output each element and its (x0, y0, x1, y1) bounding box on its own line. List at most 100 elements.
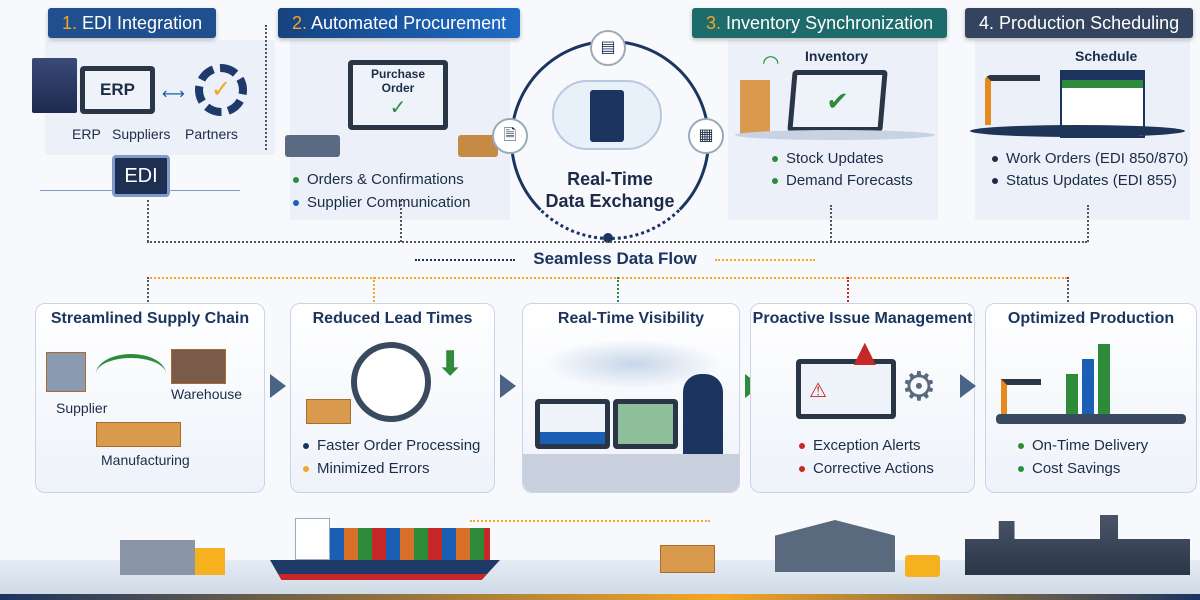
warehouse-building-icon (775, 520, 895, 572)
card-proactive-issue-management: Proactive Issue Management ⚠ ▲ ⚙ Excepti… (750, 303, 975, 493)
inventory-label: Inventory (805, 48, 869, 64)
pallet-boxes-icon (660, 545, 715, 573)
card-title: Optimized Production (1007, 310, 1175, 327)
growth-bar (1082, 359, 1094, 414)
analyst-person (683, 374, 723, 464)
connector-line (1087, 205, 1089, 242)
erp-screen-label: ERP (85, 71, 150, 109)
map-screen (618, 404, 673, 444)
edi-chip-icon: EDI (112, 155, 170, 197)
seamless-data-flow-label: Seamless Data Flow (533, 249, 697, 268)
shelf-boxes-icon (740, 80, 770, 135)
card-title: Real-Time Visibility (557, 310, 705, 327)
connector-line (147, 277, 149, 302)
bullet-text: Corrective Actions (813, 460, 934, 477)
forklift-icon (905, 555, 940, 577)
platform (735, 130, 935, 140)
robot-arm-icon (1001, 379, 1041, 419)
bullet-dot (293, 200, 299, 207)
suppliers-label: Suppliers (112, 126, 171, 142)
bullet-dot (303, 466, 309, 473)
dashboard-monitor (535, 399, 610, 449)
step-title: EDI Integration (82, 13, 203, 33)
warehouse-label: Warehouse (171, 386, 243, 402)
boxes-icon (306, 399, 351, 424)
tab-production-scheduling: 4. Production Scheduling (965, 8, 1194, 38)
bullet-dot (799, 466, 805, 473)
card-real-time-visibility: Real-Time Visibility (522, 303, 740, 493)
tablet-icon: ✔ (787, 70, 888, 132)
step-title: Inventory Synchronization (726, 13, 934, 33)
step-number: 4. (979, 13, 995, 33)
conveyor (996, 414, 1186, 424)
card-optimized-production: Optimized Production On-Time Delivery Co… (985, 303, 1197, 493)
bullet-text: Supplier Communication (307, 194, 471, 211)
connector-line (830, 205, 832, 242)
arrow-right-icon (960, 374, 976, 398)
map-monitor (613, 399, 678, 449)
bullet-dot (293, 177, 299, 184)
bullet-text: Demand Forecasts (786, 172, 913, 189)
hub-node (603, 233, 613, 243)
ship-bridge (295, 518, 330, 560)
bullet-dot (1018, 466, 1024, 473)
erp-monitor: ERP (80, 66, 155, 114)
manufacturing-label: Manufacturing (101, 452, 190, 468)
cargo-ship-icon (270, 560, 500, 580)
step-number: 3. (706, 13, 722, 33)
card-title: Reduced Lead Times (312, 310, 473, 327)
bullet-text: Faster Order Processing (317, 437, 481, 454)
gear-check-icon: ✓ (195, 64, 247, 116)
document-icon: 🗎 (492, 118, 528, 154)
factory-icon (965, 515, 1190, 575)
curved-arrow (96, 354, 166, 394)
bullet-dot (772, 156, 778, 163)
connector-line (400, 200, 402, 242)
tab-inventory-synchronization: 3. Inventory Synchronization (692, 8, 948, 38)
erp-label: ERP (72, 126, 101, 142)
server-rack-icon (32, 58, 77, 113)
delivery-truck-icon (458, 135, 498, 157)
bullet-dot (1018, 443, 1024, 450)
wifi-icon: ◠ (762, 52, 780, 74)
bullet-text: Exception Alerts (813, 437, 921, 454)
warning-icon: ▲ (846, 332, 884, 374)
bullet-text: Orders & Confirmations (307, 171, 464, 188)
partners-label: Partners (185, 126, 238, 142)
chart-screen (540, 404, 605, 444)
truck-cab (195, 548, 225, 575)
step-number: 1. (62, 13, 78, 33)
arrow-right-icon (270, 374, 286, 398)
hub-line-1: Real-Time (567, 169, 653, 189)
card-streamlined-supply-chain: Streamlined Supply Chain Supplier Wareho… (35, 303, 265, 493)
truck-icon (285, 135, 340, 157)
laptop-icon: ⚠ (796, 359, 896, 419)
warehouse-icon (171, 349, 226, 384)
card-title: Proactive Issue Management (752, 310, 973, 327)
clipboard-icon: ▤ (590, 30, 626, 66)
connector-line (147, 241, 1087, 243)
card-reduced-lead-times: Reduced Lead Times ⬇ Faster Order Proces… (290, 303, 495, 493)
purchase-order-monitor: Purchase Order✓ (348, 60, 448, 130)
bullet-dot (799, 443, 805, 450)
check-icon: ✓ (389, 97, 407, 119)
bullet-text: Status Updates (EDI 855) (1006, 172, 1177, 189)
factory-icon (46, 352, 86, 392)
bullet-dot (992, 178, 998, 185)
hub-line-2: Data Exchange (545, 191, 675, 211)
bullet-text: Cost Savings (1032, 460, 1121, 477)
warning-small-icon: ⚠ (801, 364, 891, 414)
step-title: Automated Procurement (311, 13, 507, 33)
container-truck-icon (120, 540, 195, 575)
distribution-line (147, 277, 1067, 279)
growth-bar (1098, 344, 1110, 414)
step-title: Production Scheduling (999, 13, 1180, 33)
bullet-text: Stock Updates (786, 150, 884, 167)
down-arrow-icon: ⬇ (436, 345, 465, 383)
bottom-bar (0, 594, 1200, 600)
card-title: Streamlined Supply Chain (50, 310, 250, 327)
route-line (470, 520, 710, 522)
verified-icon: ✔ (792, 75, 883, 127)
bullet-text: Work Orders (EDI 850/870) (1006, 150, 1189, 167)
tab-automated-procurement: 2. Automated Procurement (278, 8, 521, 38)
